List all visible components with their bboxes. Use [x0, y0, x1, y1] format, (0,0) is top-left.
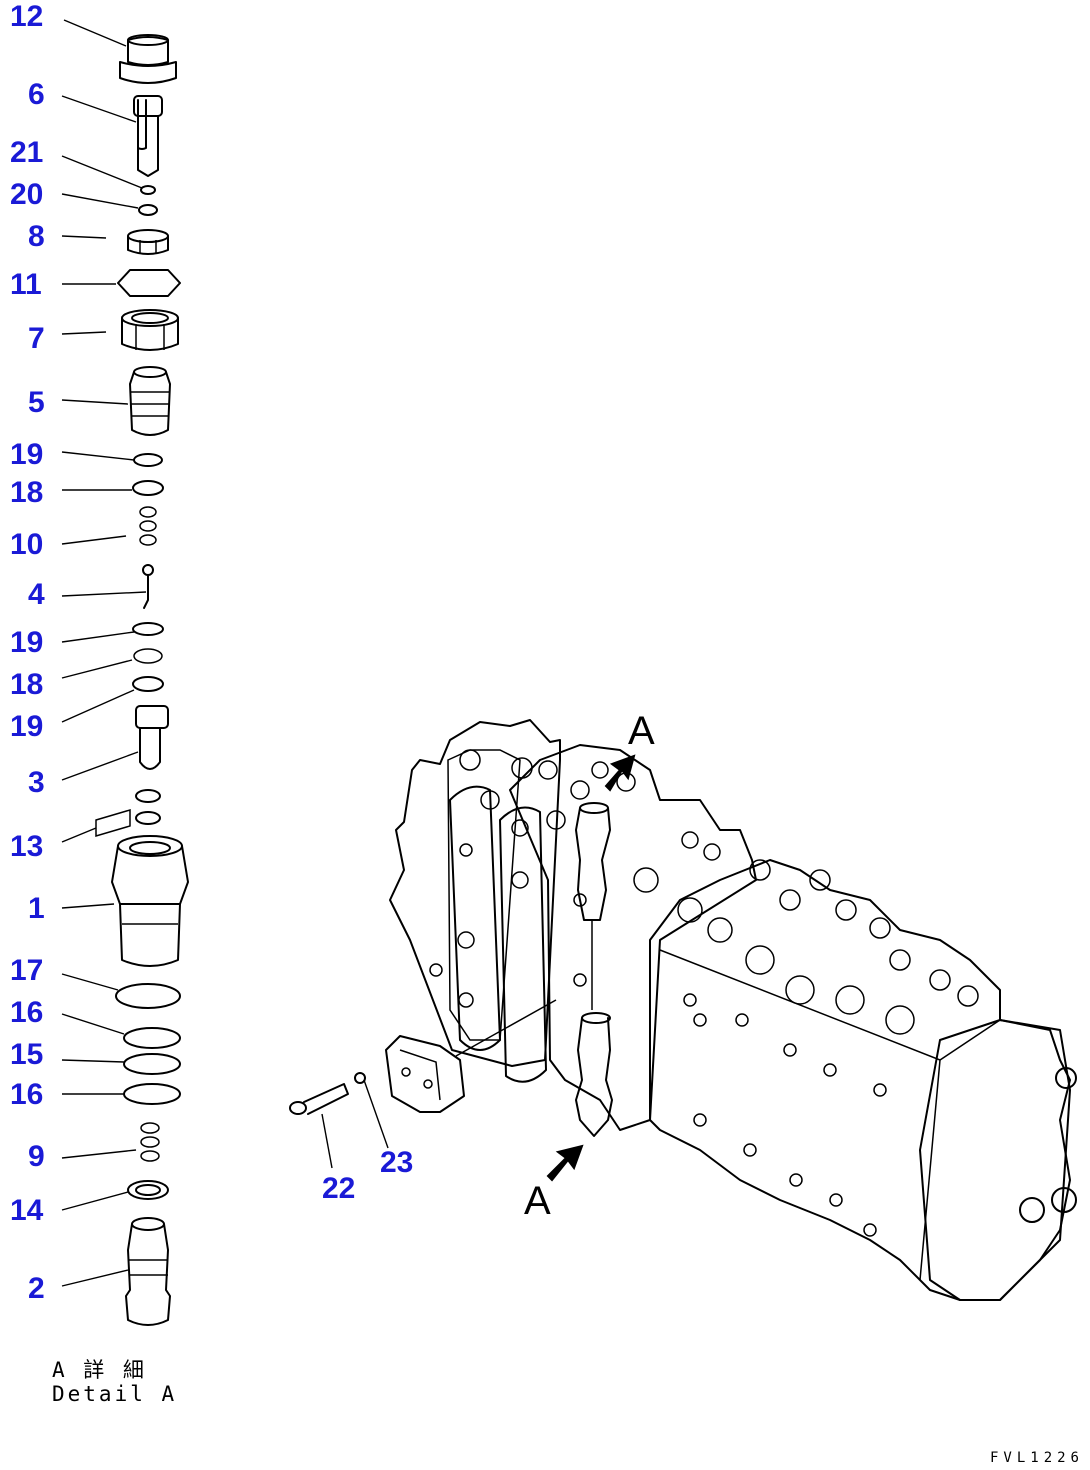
callout-10[interactable]: 10 [10, 528, 43, 561]
callout-19-b[interactable]: 19 [10, 626, 43, 659]
part-16-backup-ring-a[interactable] [123, 1027, 181, 1049]
callout-16-a[interactable]: 16 [10, 996, 43, 1029]
detail-caption-japanese: A 詳 細 [52, 1358, 147, 1382]
callout-19-c[interactable]: 19 [10, 710, 43, 743]
callout-1[interactable]: 1 [28, 892, 45, 925]
part-2-plug[interactable] [125, 1217, 171, 1326]
part-10-spring[interactable] [139, 506, 157, 546]
part-15-oring[interactable] [123, 1053, 181, 1075]
part-stack [95, 34, 189, 1326]
part-18-ring-a[interactable] [132, 480, 164, 496]
part-13-seal[interactable] [95, 789, 161, 838]
part-12-cap[interactable] [119, 34, 177, 84]
part-22-bolt[interactable] [289, 1083, 349, 1115]
part-8-nut[interactable] [127, 229, 169, 255]
callout-5[interactable]: 5 [28, 386, 45, 419]
part-19-ring-a[interactable] [133, 453, 163, 467]
drawing-code: FVL1226 [989, 1450, 1084, 1466]
part-1-body[interactable] [111, 835, 189, 967]
callout-15[interactable]: 15 [10, 1038, 43, 1071]
callout-numbers: 12 6 21 20 8 11 7 5 19 18 10 4 19 18 19 … [10, 0, 413, 1305]
view-arrow-top [604, 754, 636, 792]
detail-caption-english: Detail A [52, 1382, 178, 1406]
leader-lines [61, 19, 389, 1287]
part-14-ring[interactable] [127, 1180, 169, 1200]
part-11-washer[interactable] [117, 269, 181, 297]
part-23-washer[interactable] [354, 1072, 366, 1084]
callout-21[interactable]: 21 [10, 136, 43, 169]
part-4-pin[interactable] [142, 564, 154, 609]
part-19-ring-c[interactable] [132, 676, 164, 692]
callout-18-b[interactable]: 18 [10, 668, 43, 701]
callout-11[interactable]: 11 [10, 268, 42, 301]
view-arrow-bottom [546, 1144, 584, 1182]
callout-6[interactable]: 6 [28, 78, 45, 111]
callout-14[interactable]: 14 [10, 1194, 44, 1227]
callout-17[interactable]: 17 [10, 954, 43, 987]
part-18-ring-b[interactable] [133, 648, 163, 664]
callout-12[interactable]: 12 [10, 0, 43, 33]
part-19-ring-b[interactable] [132, 622, 164, 636]
callout-8[interactable]: 8 [28, 220, 45, 253]
part-9-spring[interactable] [140, 1122, 160, 1162]
callout-13[interactable]: 13 [10, 830, 43, 863]
part-6-stem[interactable] [133, 95, 163, 177]
part-7-locknut[interactable] [121, 309, 179, 351]
part-17-oring[interactable] [115, 983, 181, 1009]
callout-4[interactable]: 4 [28, 578, 45, 611]
part-16-backup-ring-b[interactable] [123, 1083, 181, 1105]
bolt-holes [429, 749, 979, 1237]
installed-relief-valve[interactable] [575, 802, 613, 1137]
part-20-ring[interactable] [138, 204, 158, 216]
callout-7[interactable]: 7 [28, 322, 45, 355]
callout-22[interactable]: 22 [322, 1172, 355, 1205]
callout-20[interactable]: 20 [10, 178, 43, 211]
callout-19-a[interactable]: 19 [10, 438, 43, 471]
callout-3[interactable]: 3 [28, 766, 45, 799]
part-21-ring[interactable] [140, 185, 156, 195]
callout-16-b[interactable]: 16 [10, 1078, 43, 1111]
view-mark-top: A [628, 709, 655, 753]
control-valve-assembly [289, 719, 1077, 1301]
part-3-poppet[interactable] [135, 705, 169, 770]
callout-18-a[interactable]: 18 [10, 476, 43, 509]
part-5-sleeve[interactable] [129, 366, 171, 436]
callout-2[interactable]: 2 [28, 1272, 45, 1305]
view-mark-bottom: A [524, 1179, 551, 1223]
callout-23[interactable]: 23 [380, 1146, 413, 1179]
pilot-block[interactable] [385, 999, 557, 1113]
callout-9[interactable]: 9 [28, 1140, 45, 1173]
